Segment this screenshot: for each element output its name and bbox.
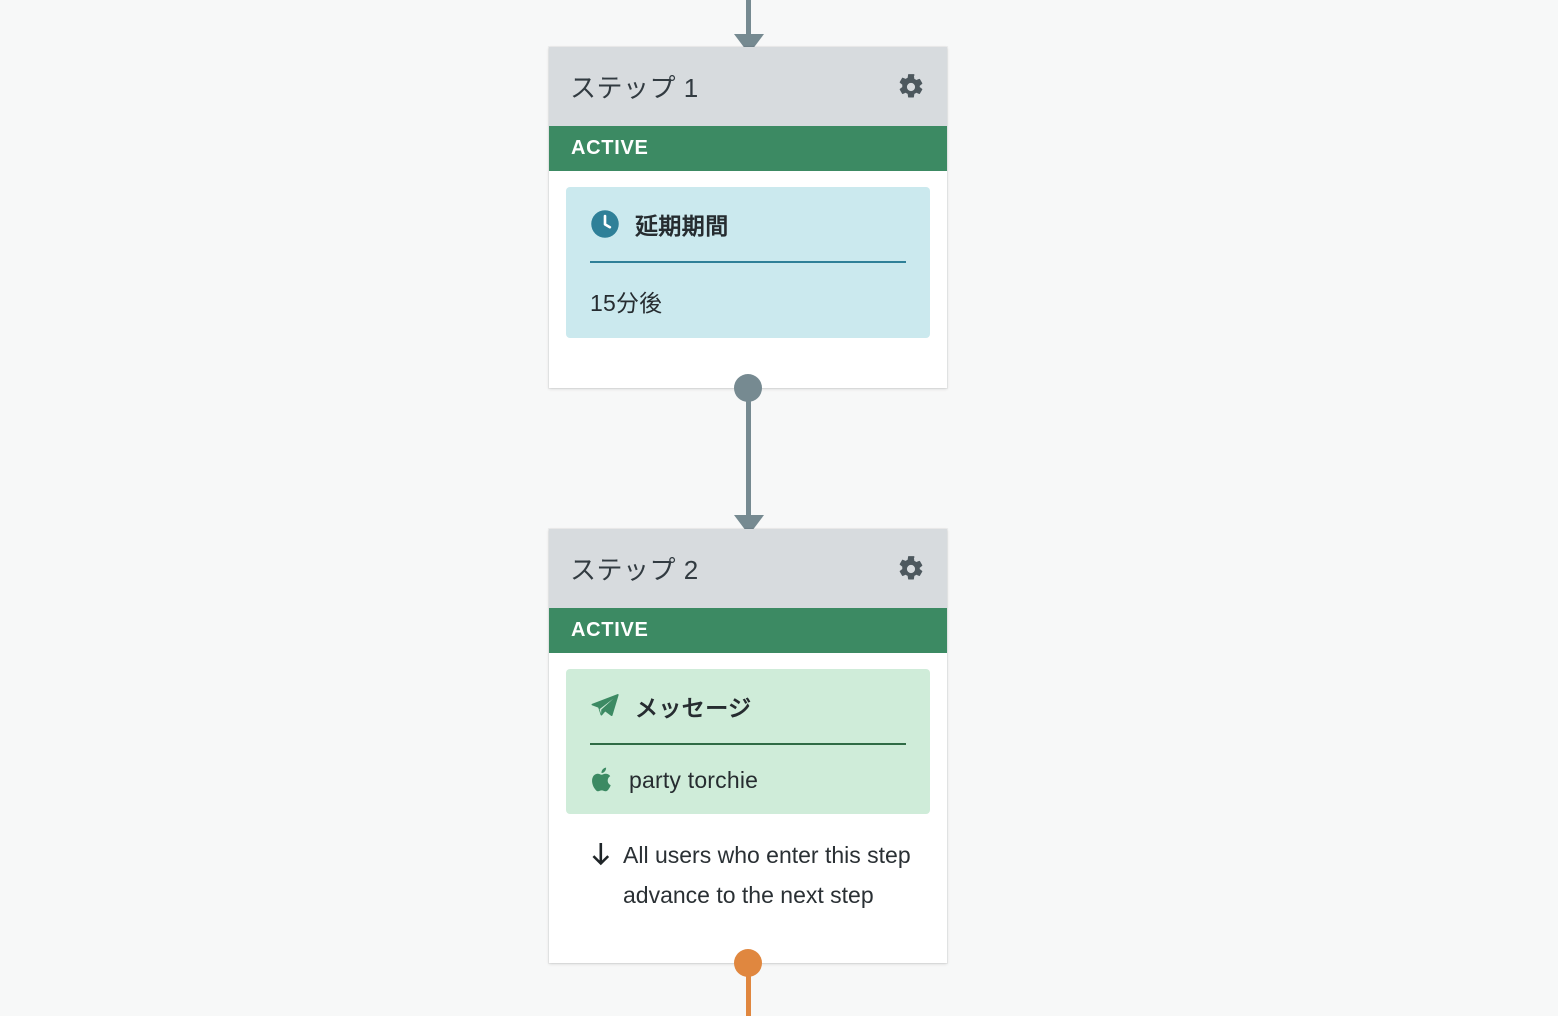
step1-to-step2-connector-line <box>746 388 751 518</box>
apple-icon <box>590 766 615 794</box>
step-card-2[interactable]: ステップ 2 ACTIVE メッセージ <box>549 529 947 963</box>
step-1-header: ステップ 1 <box>549 47 947 126</box>
gear-icon[interactable] <box>897 555 925 583</box>
delay-action-value: 15分後 <box>590 290 663 316</box>
message-action-value: party torchie <box>629 766 759 793</box>
paper-plane-icon <box>590 691 620 721</box>
step2-outbound-connector-line <box>746 963 751 1016</box>
message-action-title: メッセージ <box>635 695 752 721</box>
step-card-1[interactable]: ステップ 1 ACTIVE 延期期間 <box>549 47 947 388</box>
delay-action-value-row: 15分後 <box>590 284 906 318</box>
step-2-body: メッセージ party torchie <box>549 653 947 915</box>
advance-note-text: All users who enter this step advance to… <box>623 842 911 908</box>
delay-action-head: 延期期間 <box>590 204 906 244</box>
step-2-status-bar: ACTIVE <box>549 608 947 653</box>
advance-note: All users who enter this step advance to… <box>566 814 930 915</box>
message-action-value-row: party torchie <box>590 766 906 794</box>
step-1-body: 延期期間 15分後 <box>549 171 947 338</box>
step1-outbound-dot[interactable] <box>734 374 762 402</box>
status-badge: ACTIVE <box>571 137 649 159</box>
step-1-title: ステップ 1 <box>570 73 699 103</box>
delay-action-title: 延期期間 <box>635 213 729 239</box>
clock-icon <box>590 209 620 239</box>
step-1-status-bar: ACTIVE <box>549 126 947 171</box>
delay-action-block[interactable]: 延期期間 15分後 <box>566 187 930 338</box>
message-action-divider <box>590 743 906 745</box>
message-action-block[interactable]: メッセージ party torchie <box>566 669 930 814</box>
delay-action-divider <box>590 261 906 263</box>
top-inbound-connector-line <box>746 0 751 35</box>
step2-outbound-dot[interactable] <box>734 949 762 977</box>
message-action-head: メッセージ <box>590 686 906 726</box>
status-badge: ACTIVE <box>571 619 649 641</box>
step-2-title: ステップ 2 <box>570 555 699 585</box>
arrow-down-icon <box>588 841 613 869</box>
gear-icon[interactable] <box>897 73 925 101</box>
step-2-header: ステップ 2 <box>549 529 947 608</box>
